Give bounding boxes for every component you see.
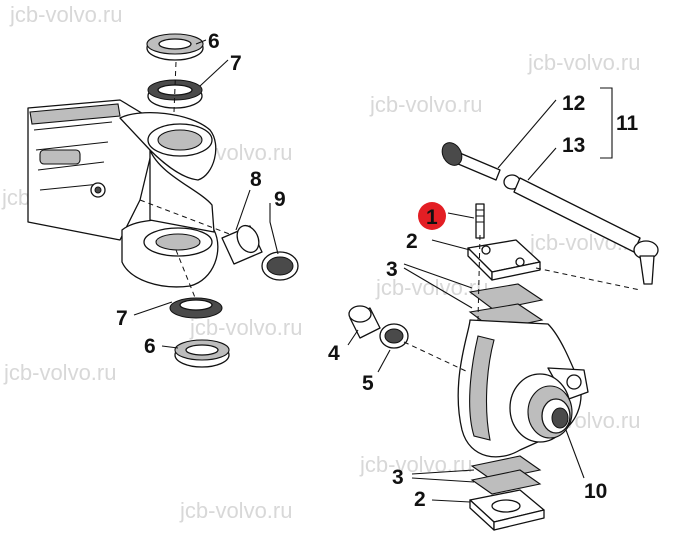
callout-12: 12 [562,92,585,115]
callout-highlight [418,202,446,230]
bearing-upper [147,79,203,109]
watermarks: jcb-volvo.ru jcb-volvo.ru jcb-volvo.ru j… [1,2,642,523]
tie-rod-assembly [441,142,659,285]
callout-3-upper: 3 [386,258,398,281]
leader-lines [133,39,613,503]
callout-9: 9 [274,188,286,211]
watermark: jcb-volvo.ru [179,498,292,523]
callout-10: 10 [584,480,607,503]
callout-3-lower: 3 [392,466,404,489]
watermark: jcb-volvo.ru [3,360,116,385]
callout-11: 11 [616,112,639,135]
callout-8: 8 [250,168,262,191]
bushing-9 [261,251,299,281]
stud-bolt [475,203,485,239]
cap-plate-upper [467,239,541,281]
axle-housing [27,99,219,288]
seal-lower [174,339,230,368]
bushing-8 [221,224,263,265]
seal-upper [146,33,204,61]
callout-4: 4 [328,342,340,365]
bearing-lower [169,297,223,319]
watermark: jcb-volvo.ru [359,452,472,477]
callout-7-lower: 7 [116,307,128,330]
watermark: jcb-volvo.ru [189,315,302,340]
callout-6-lower: 6 [144,335,156,358]
callout-1: 1 [426,206,438,229]
bushing-4 [348,305,381,339]
cap-plate-lower [469,489,545,531]
shims-lower [470,455,542,495]
callout-13: 13 [562,134,585,157]
callout-2-upper: 2 [406,230,418,253]
watermark: jcb-volvo.ru [369,92,482,117]
seal-5 [379,323,409,349]
callout-6-upper: 6 [208,30,220,53]
watermark: jcb-volvo.ru [527,50,640,75]
steering-knuckle [457,319,589,458]
callout-5: 5 [362,372,374,395]
callout-labels: 6 7 8 9 7 6 12 11 13 1 2 3 4 5 3 2 10 [116,30,639,511]
callout-2-lower: 2 [414,488,426,511]
callout-7-upper: 7 [230,52,242,75]
watermark: jcb-volvo.ru [9,2,122,27]
